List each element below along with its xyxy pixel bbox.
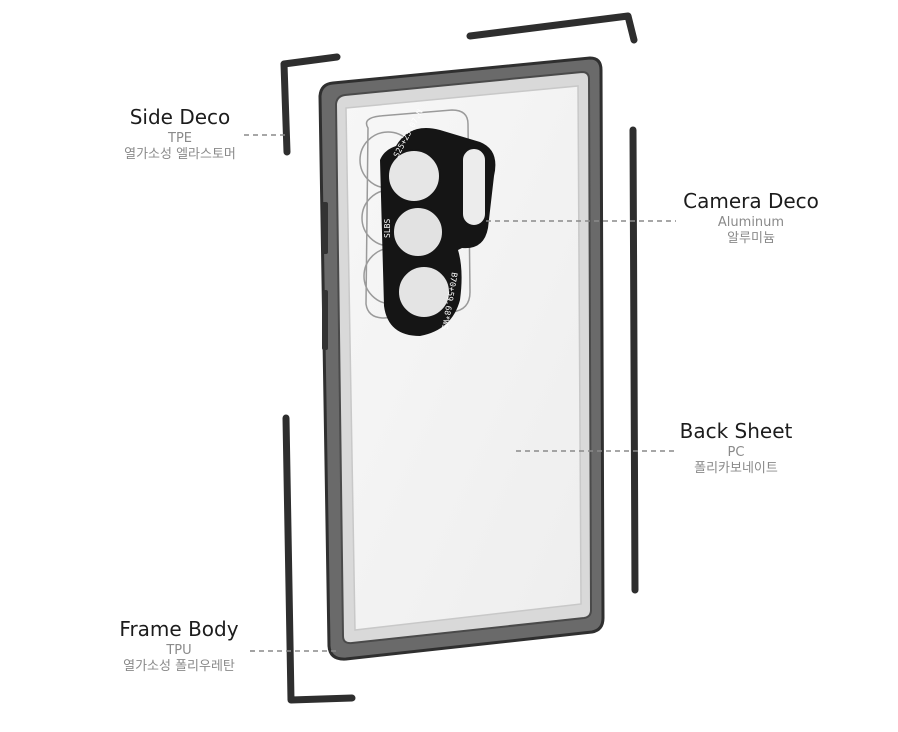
back-sheet-material: PC [727, 445, 745, 460]
ring-engraving-side: SLBS [383, 219, 392, 238]
frame-body-title: Frame Body [119, 617, 239, 641]
back-sheet-label: Back Sheet PC 폴리카보네이트 [666, 420, 806, 477]
side-deco-right [629, 126, 639, 594]
side-deco-top-right [466, 12, 638, 44]
side-deco-bottom-left [282, 414, 356, 704]
side-deco-korean: 열가소성 엘라스토머 [124, 146, 236, 162]
camera-deco-label: Camera Deco Aluminum 알루미늄 [664, 190, 838, 247]
back-sheet-title: Back Sheet [679, 419, 793, 443]
side-deco-material: TPE [168, 131, 192, 146]
camera-deco-korean: 알루미늄 [727, 230, 775, 246]
frame-body-label: Frame Body TPU 열가소성 폴리우레탄 [104, 618, 254, 675]
side-deco-title: Side Deco [129, 105, 231, 129]
back-sheet-korean: 폴리카보네이트 [694, 460, 778, 476]
camera-deco-title: Camera Deco [683, 189, 819, 213]
side-deco-top-left [280, 53, 341, 156]
side-deco-label: Side Deco TPE 열가소성 엘라스토머 [108, 106, 252, 163]
camera-deco-material: Aluminum [717, 215, 785, 230]
frame-body-korean: 열가소성 폴리우레탄 [123, 658, 235, 674]
camera-deco-ring: S25+23.07.N SLBS B70+59.68*WS [380, 108, 496, 336]
frame-body-material: TPU [166, 643, 192, 658]
